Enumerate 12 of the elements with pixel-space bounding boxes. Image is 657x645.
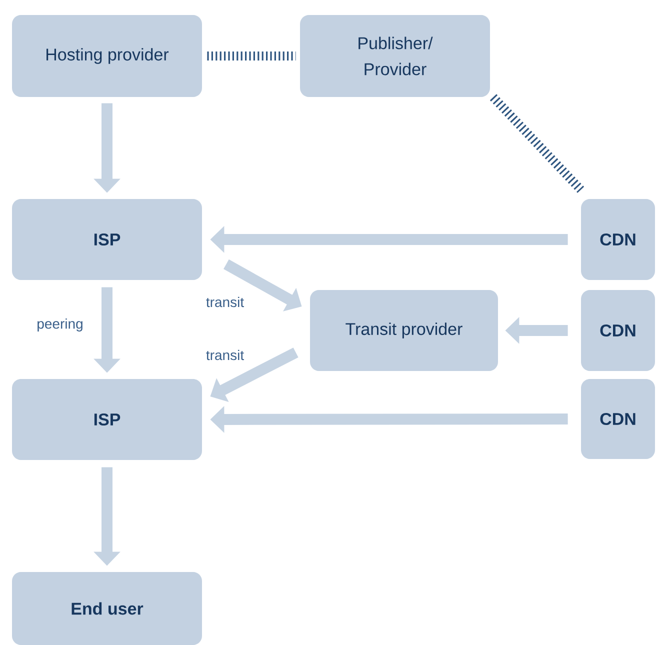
process-box: End user (12, 572, 202, 645)
process-box: CDN (581, 379, 655, 459)
process-box: ISP (12, 199, 202, 280)
edge-label: transit (206, 350, 244, 360)
process-box: CDN (581, 199, 655, 280)
process-box: Transit provider (310, 290, 498, 371)
process-box: Hosting provider (12, 15, 202, 97)
edge-label: transit (206, 296, 244, 308)
process-box: CDN (581, 290, 655, 371)
edge-label: peering (38, 318, 82, 332)
process-box: Publisher/ Provider (300, 15, 490, 97)
process-box: ISP (12, 379, 202, 460)
